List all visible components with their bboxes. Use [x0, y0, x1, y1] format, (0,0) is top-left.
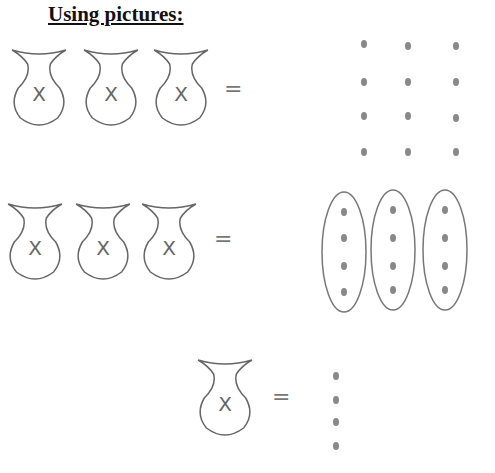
equals-sign: =: [272, 386, 290, 408]
vase-outline: [154, 50, 208, 125]
grouped-dots: [341, 206, 448, 296]
vase-shape: X: [72, 200, 134, 284]
equals-sign: =: [214, 228, 232, 250]
vase-outline: [142, 204, 196, 279]
vase-outline: [198, 360, 252, 435]
vase-shape: X: [8, 46, 70, 130]
equals-sign: =: [224, 78, 242, 100]
unknown-mark: X: [162, 238, 176, 258]
vase-shape: X: [150, 46, 212, 130]
heading: Using pictures:: [48, 2, 184, 27]
answer-dots: [333, 372, 339, 450]
group-ovals: [322, 190, 467, 312]
dot-grid: [361, 40, 459, 156]
vase-outline: [76, 204, 130, 279]
vase-shape: X: [138, 200, 200, 284]
unknown-mark: X: [28, 238, 42, 258]
vase-outline: [84, 50, 138, 125]
vase-shape: X: [4, 200, 66, 284]
unknown-mark: X: [96, 238, 110, 258]
unknown-mark: X: [218, 394, 232, 414]
unknown-mark: X: [32, 84, 46, 104]
vase-shape: X: [194, 356, 256, 440]
unknown-mark: X: [174, 84, 188, 104]
unknown-mark: X: [104, 84, 118, 104]
vase-outline: [12, 50, 66, 125]
vase-outline: [8, 204, 62, 279]
vase-shape: X: [80, 46, 142, 130]
